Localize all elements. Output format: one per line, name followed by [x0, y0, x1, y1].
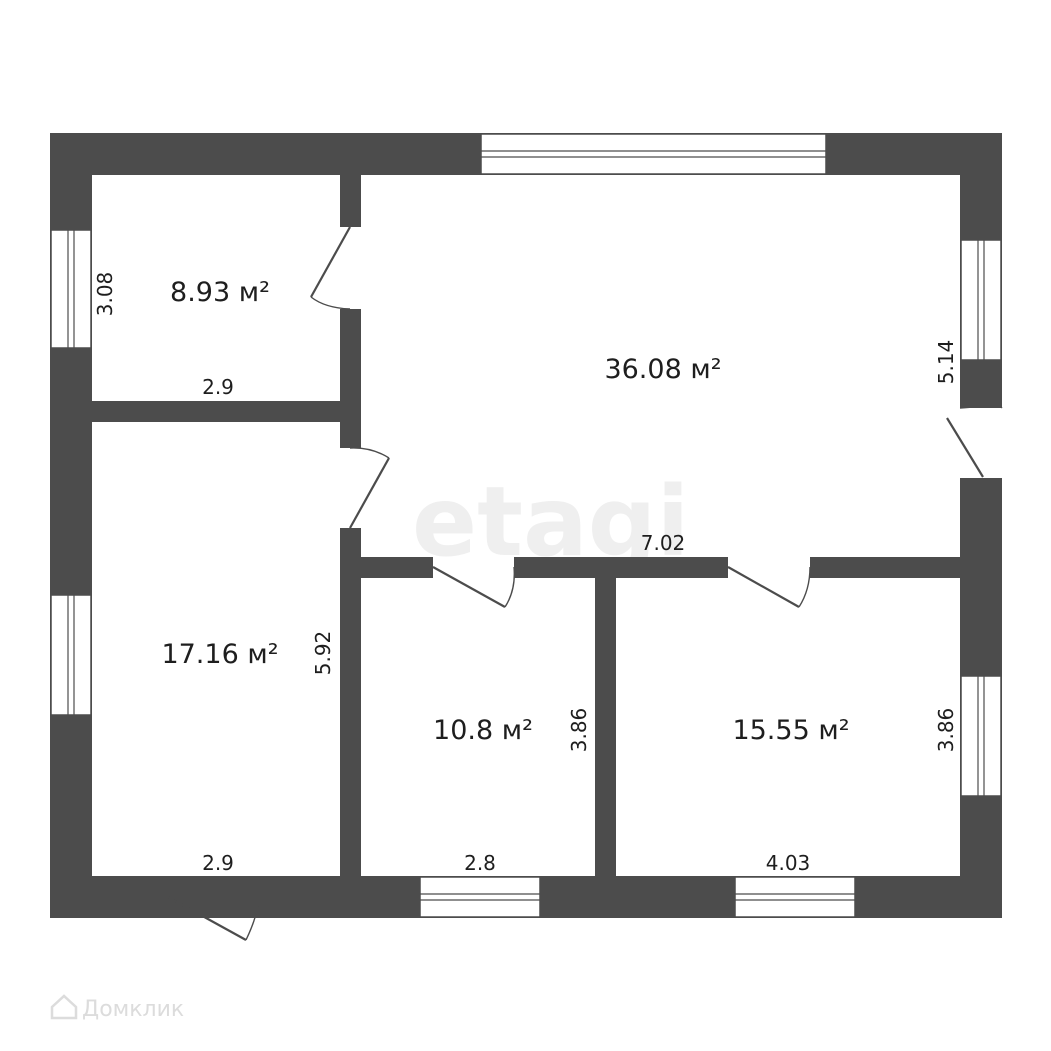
- door-right-room: [727, 566, 811, 608]
- dim-mid-height: 3.86: [567, 708, 591, 753]
- window-right-lower: [960, 675, 1002, 797]
- room-area-right: 15.55 м²: [732, 715, 849, 746]
- wall-partition-a: [340, 175, 361, 227]
- wall-partition-c: [340, 528, 361, 878]
- dim-main-height: 5.14: [934, 340, 958, 385]
- dim-main-width: 7.02: [641, 531, 686, 555]
- room-area-mid: 10.8 м²: [433, 715, 533, 746]
- window-bottom-right: [734, 876, 856, 918]
- dim-mid-width: 2.8: [464, 851, 496, 875]
- wall-horizontal-b: [514, 557, 728, 578]
- door-top-left-room: [310, 226, 351, 310]
- wall-horizontal-c: [810, 557, 960, 578]
- window-right-upper: [960, 239, 1002, 361]
- dim-top-left-height: 3.08: [93, 272, 117, 317]
- door-mid-room: [432, 566, 515, 608]
- window-bottom-mid: [419, 876, 541, 918]
- dim-left-width: 2.9: [202, 851, 234, 875]
- window-left-lower: [50, 594, 92, 716]
- room-area-main: 36.08 м²: [604, 354, 721, 385]
- door-entrance-right: [946, 405, 1003, 478]
- dim-top-left-width: 2.9: [202, 375, 234, 399]
- wall-partition-d: [595, 578, 616, 878]
- window-top: [480, 133, 827, 175]
- room-area-top-left: 8.93 м²: [170, 277, 270, 308]
- wall-top-left-room-bottom: [92, 401, 340, 422]
- wall-partition-b: [340, 309, 361, 448]
- room-area-left: 17.16 м²: [161, 639, 278, 670]
- door-entrance-bottom: [167, 896, 260, 941]
- dim-right-height: 3.86: [934, 708, 958, 753]
- brand-text: Домклик: [82, 997, 184, 1022]
- house-icon: [50, 994, 78, 1020]
- window-left-upper: [50, 229, 92, 349]
- wall-horizontal-a: [361, 557, 433, 578]
- door-left-room: [349, 447, 390, 529]
- domclick-logo: Домклик: [50, 994, 184, 1022]
- dim-right-width: 4.03: [766, 851, 811, 875]
- dim-left-height: 5.92: [311, 631, 335, 676]
